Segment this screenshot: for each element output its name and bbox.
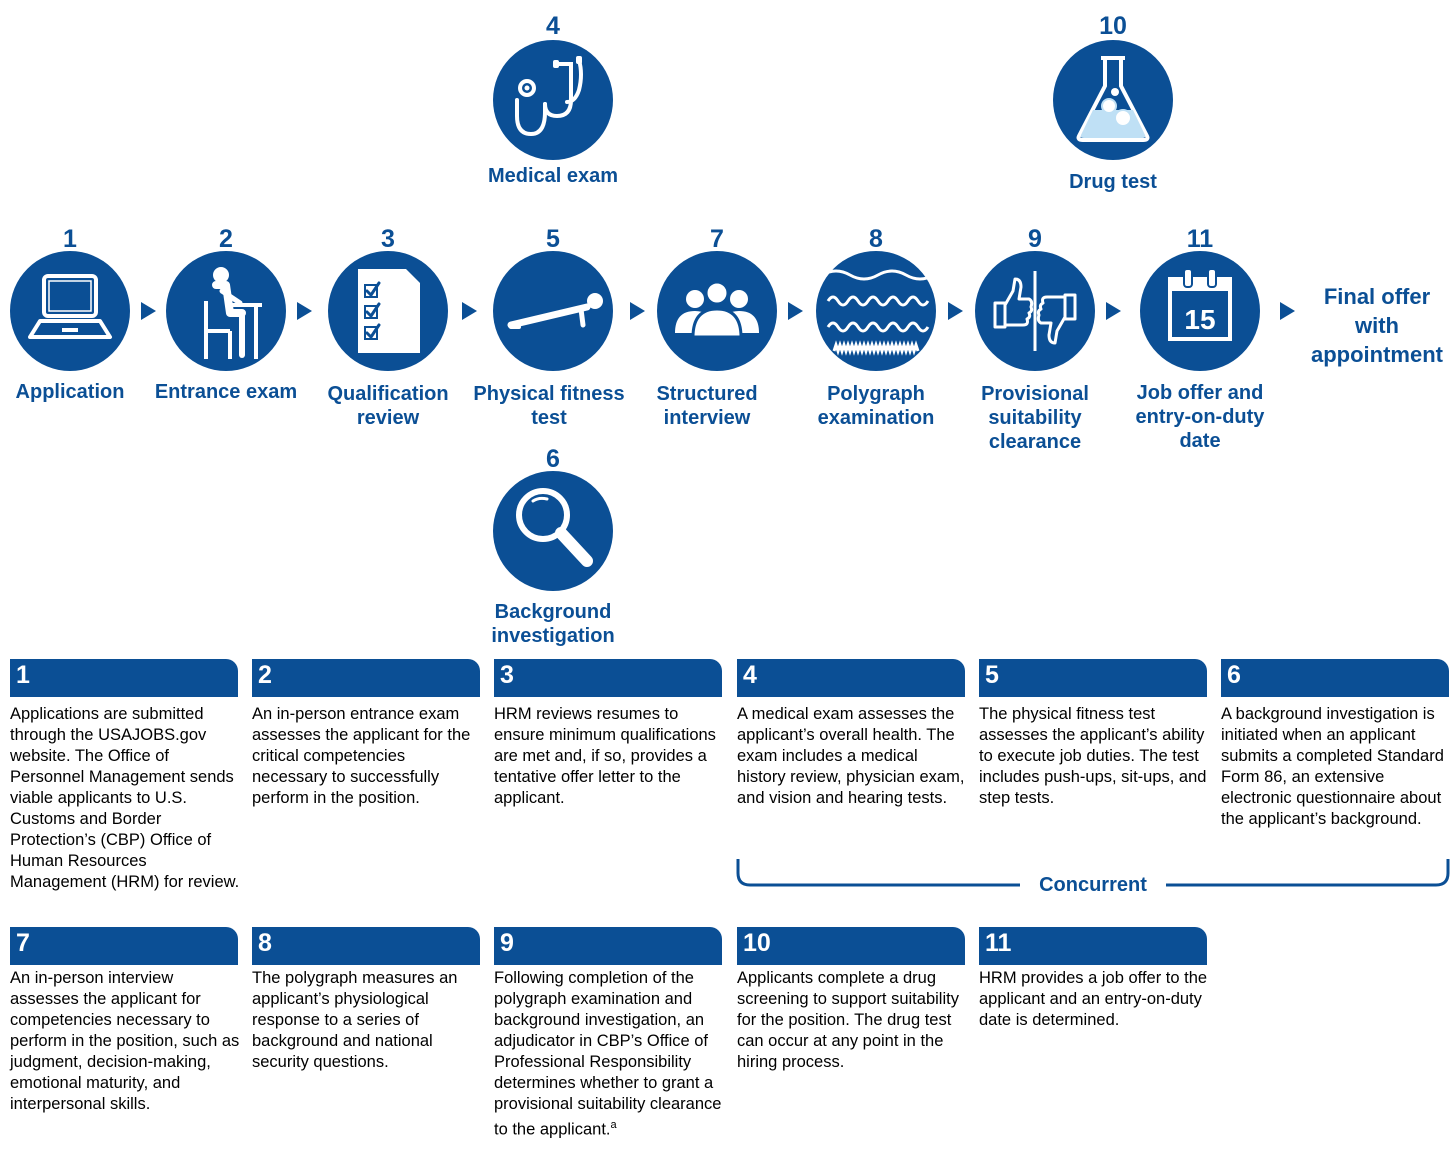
- card-4-text: A medical exam assesses the applicant’s …: [737, 705, 965, 807]
- card-2-number: 2: [258, 661, 272, 689]
- flask-icon: [1053, 40, 1173, 160]
- card-1-header: 1: [10, 659, 238, 697]
- card-8-number: 8: [258, 929, 272, 957]
- card-6-number: 6: [1227, 661, 1241, 689]
- step-9-number: 9: [1028, 225, 1042, 253]
- flow-arrow: [141, 302, 156, 320]
- card-10-header: 10: [737, 927, 965, 965]
- step-11-label: Job offer and entry-on-duty date: [1135, 382, 1265, 452]
- card-9-number: 9: [500, 929, 514, 957]
- final-offer-label: Final offer with appointment: [1311, 284, 1443, 367]
- flow-arrow: [462, 302, 477, 320]
- card-1-text: Applications are submitted through the U…: [10, 705, 240, 891]
- card-7-header: 7: [10, 927, 238, 965]
- card-7-text: An in-person interview assesses the appl…: [10, 969, 240, 1113]
- concurrent-label: Concurrent: [1020, 873, 1166, 897]
- step-1-number: 1: [63, 225, 77, 253]
- card-8-header: 8: [252, 927, 480, 965]
- card-6-header: 6: [1221, 659, 1449, 697]
- thumbs-up-down-icon: [975, 251, 1095, 371]
- step-2-number: 2: [219, 225, 233, 253]
- card-10-text: Applicants complete a drug screening to …: [737, 969, 959, 1071]
- calendar-icon: 15: [1140, 251, 1260, 371]
- pushup-icon: [493, 251, 613, 371]
- step-2-label: Entrance exam: [154, 381, 298, 403]
- flow-arrow: [1106, 302, 1121, 320]
- checklist-icon: [328, 251, 448, 371]
- flow-arrow: [297, 302, 312, 320]
- flow-arrow: [788, 302, 803, 320]
- stethoscope-icon: [493, 40, 613, 160]
- step-5-label: Physical fitness test: [473, 383, 625, 429]
- step-5-number: 5: [546, 225, 560, 253]
- person-at-desk-icon: [166, 251, 286, 371]
- step-3-label: Qualification review: [327, 383, 449, 429]
- card-5-number: 5: [985, 661, 999, 689]
- card-11-text: HRM provides a job offer to the applican…: [979, 969, 1208, 1029]
- card-11-number: 11: [985, 929, 1012, 957]
- step-4-number: 4: [546, 12, 560, 40]
- card-7-number: 7: [16, 929, 30, 957]
- laptop-icon: [10, 251, 130, 371]
- step-10-number: 10: [1099, 12, 1127, 40]
- card-8-text: The polygraph measures an applicant’s ph…: [252, 969, 458, 1071]
- polygraph-waves-icon: [816, 251, 936, 371]
- card-9-text: Following completion of the polygraph ex…: [494, 968, 724, 1141]
- step-8-label: Polygraph examination: [817, 383, 935, 429]
- card-3-text: HRM reviews resumes to ensure minimum qu…: [494, 705, 716, 807]
- step-4-label: Medical exam: [487, 165, 619, 187]
- card-4-number: 4: [743, 661, 757, 689]
- step-8-number: 8: [869, 225, 883, 253]
- calendar-day: 15: [1184, 304, 1215, 335]
- step-6-number: 6: [546, 445, 560, 473]
- flow-arrow: [630, 302, 645, 320]
- card-11-header: 11: [979, 927, 1207, 965]
- step-10-label: Drug test: [1069, 171, 1157, 193]
- card-9-header: 9: [494, 927, 722, 965]
- card-3-header: 3: [494, 659, 722, 697]
- card-1-number: 1: [16, 661, 30, 689]
- flow-arrow: [948, 302, 963, 320]
- card-9-body: Following completion of the polygraph ex…: [494, 969, 722, 1139]
- step-7-label: Structured interview: [656, 383, 758, 429]
- step-9-label: Provisional suitability clearance: [981, 383, 1089, 453]
- card-10-number: 10: [743, 929, 771, 957]
- card-5-text: The physical fitness test assesses the a…: [979, 705, 1207, 807]
- card-6-text: A background investigation is initiated …: [1221, 705, 1444, 828]
- step-11-number: 11: [1186, 225, 1214, 253]
- card-9-footnote-marker: a: [610, 1119, 617, 1131]
- flow-arrow: [1280, 302, 1295, 320]
- card-3-number: 3: [500, 661, 514, 689]
- card-4-header: 4: [737, 659, 965, 697]
- magnifier-icon: [493, 471, 613, 591]
- card-2-text: An in-person entrance exam assesses the …: [252, 705, 471, 807]
- step-6-label: Background investigation: [491, 601, 615, 647]
- group-icon: [657, 251, 777, 371]
- step-3-number: 3: [381, 225, 395, 253]
- step-7-number: 7: [710, 225, 724, 253]
- card-2-header: 2: [252, 659, 480, 697]
- card-5-header: 5: [979, 659, 1207, 697]
- step-1-label: Application: [15, 381, 125, 403]
